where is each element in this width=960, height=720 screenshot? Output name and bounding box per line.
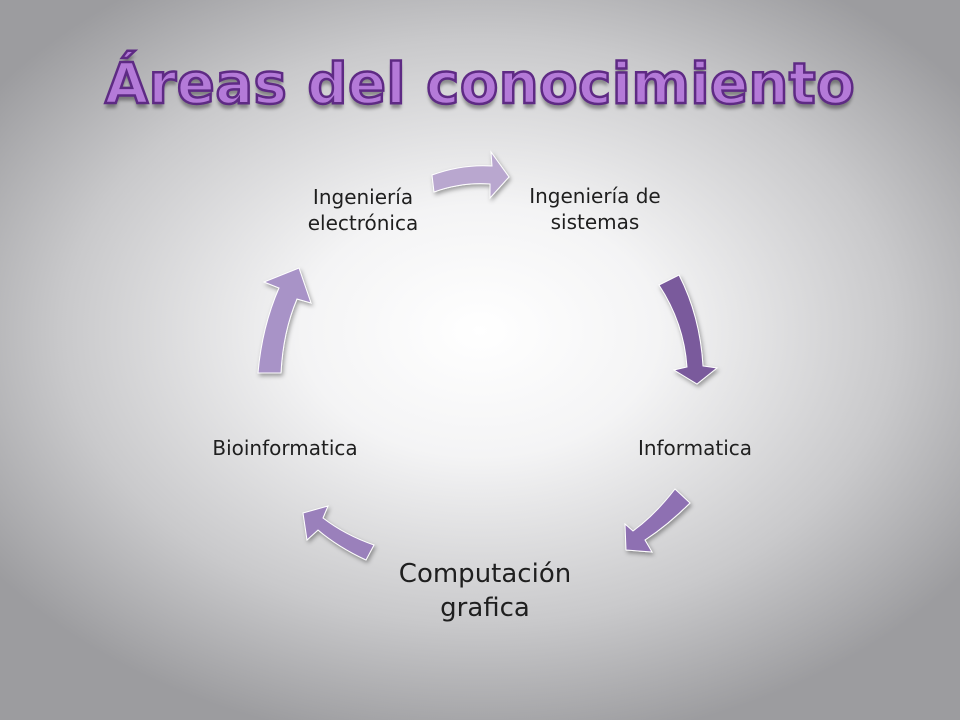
cycle-arrow-2: [658, 274, 719, 385]
node-bioinformatica: Bioinformatica: [160, 435, 410, 461]
node-ingenieria-electronica: Ingeniería electrónica: [238, 184, 488, 236]
cycle-arrow-4: [302, 505, 375, 561]
node-label: Ingeniería electrónica: [307, 185, 419, 235]
node-label: Bioinformatica: [212, 436, 358, 460]
slide-title: Áreas del conocimiento: [104, 51, 856, 119]
node-label: Ingeniería de sistemas: [529, 184, 661, 234]
cycle-arrow-3: [624, 488, 691, 553]
cycle-arrow-1: [431, 150, 510, 200]
cycle-arrow-5: [257, 267, 312, 374]
node-ingenieria-de-sistemas: Ingeniería de sistemas: [470, 183, 720, 235]
node-label: Computación grafica: [398, 559, 572, 623]
node-informatica: Informatica: [570, 435, 820, 461]
node-label: Informatica: [637, 436, 753, 460]
node-computacion-grafica: Computación grafica: [360, 558, 610, 626]
